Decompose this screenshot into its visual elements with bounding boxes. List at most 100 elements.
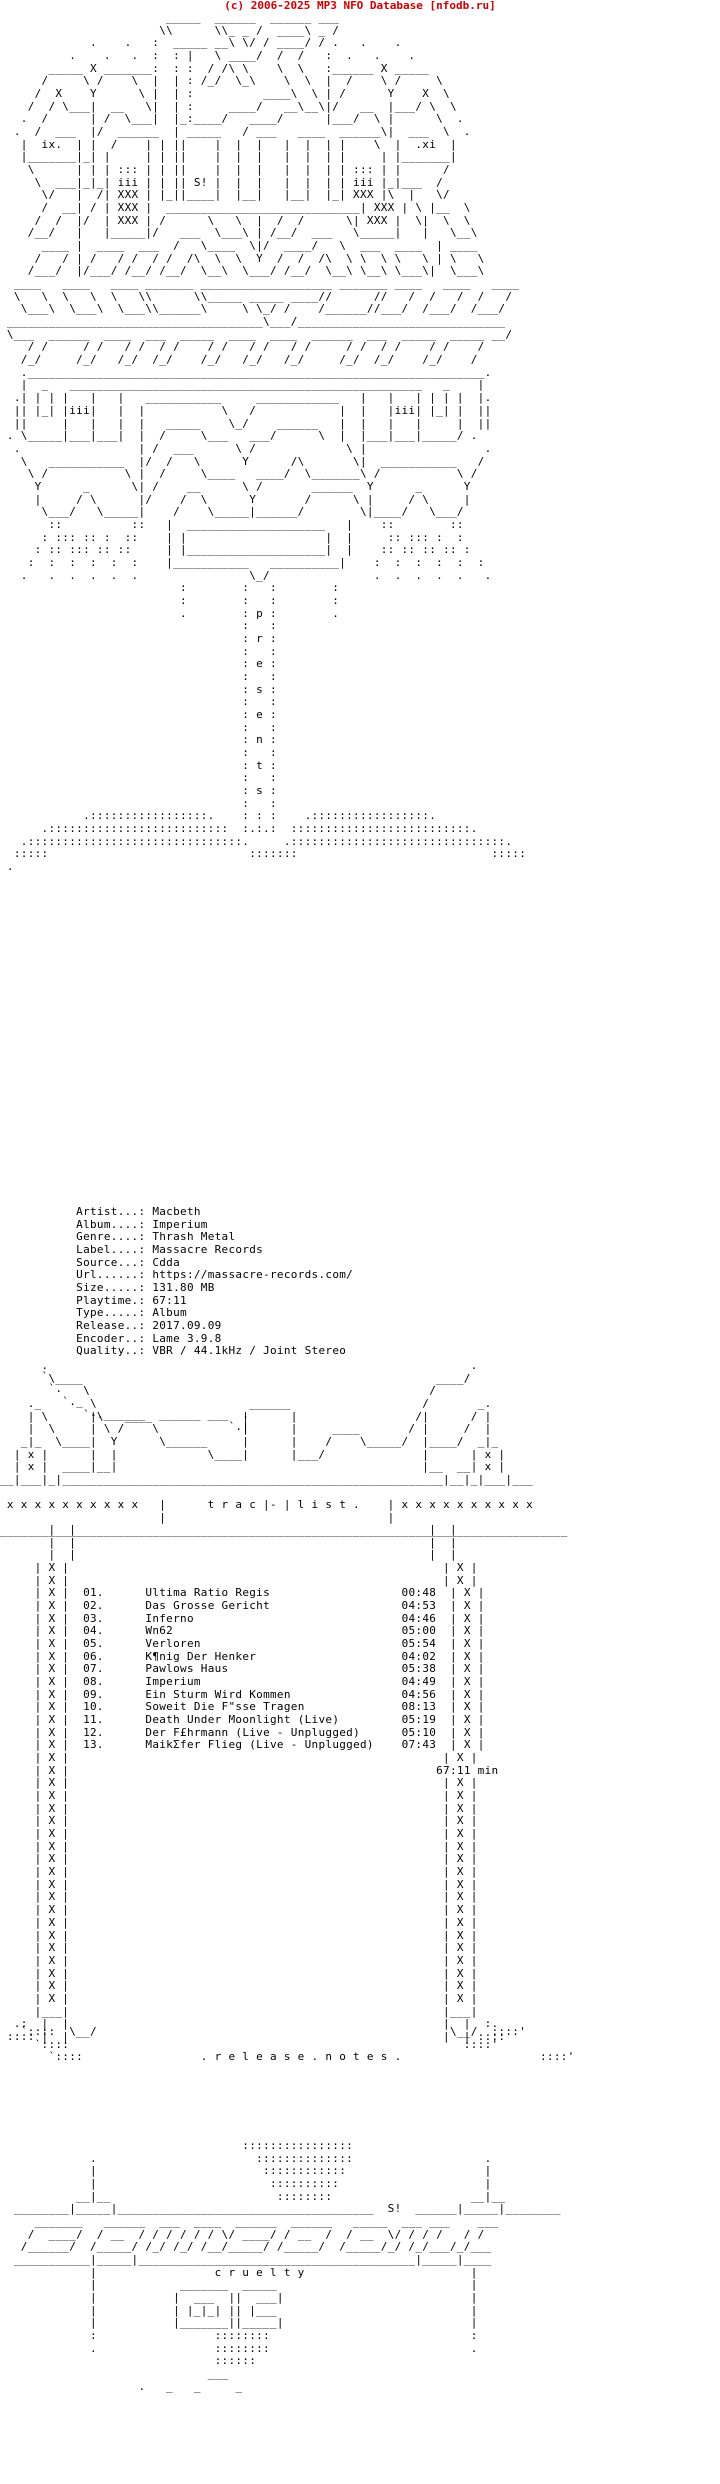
track-number: 05.	[83, 1637, 104, 1651]
info-row: Quality..: VBR / 44.1kHz / Joint Stereo	[0, 1344, 347, 1358]
info-label: Album....:	[76, 1217, 146, 1231]
track-row: 05. Verloren 05:54	[83, 1637, 436, 1650]
track-time: 04:02	[401, 1649, 437, 1663]
info-value: 67:11	[152, 1293, 187, 1307]
info-row: Genre....: Thrash Metal	[0, 1230, 236, 1244]
track-time: 05:54	[401, 1637, 437, 1651]
info-value: Cdda	[152, 1255, 181, 1269]
track-title: Das Grosse Gericht	[145, 1599, 271, 1613]
info-label: Size.....:	[76, 1281, 146, 1295]
info-label: Encoder..:	[76, 1331, 146, 1345]
track-time: 00:48	[401, 1586, 437, 1600]
track-row: 11. Death Under Moonlight (Live) 05:19	[83, 1713, 436, 1726]
track-title: Ultima Ratio Regis	[145, 1586, 271, 1600]
track-number: 13.	[83, 1738, 104, 1752]
release-notes-label: . r e l e a s e . n o t e s .	[200, 2050, 402, 2064]
track-row: 12. Der F£hrmann (Live - Unplugged) 05:1…	[83, 1726, 436, 1739]
info-value: Album	[152, 1306, 187, 1320]
info-label: Url......:	[76, 1268, 146, 1282]
track-number: 08.	[83, 1675, 104, 1689]
track-time: 04:53	[401, 1599, 437, 1613]
info-row: Encoder..: Lame 3.9.8	[0, 1332, 222, 1345]
track-row: 03. Inferno 04:46	[83, 1612, 436, 1625]
info-row: Type.....: Album	[0, 1306, 187, 1320]
info-row: Label....: Massacre Records	[0, 1243, 263, 1256]
info-label: Type.....:	[76, 1306, 146, 1320]
info-value: Imperium	[152, 1217, 208, 1231]
info-label: Quality..:	[76, 1344, 146, 1358]
track-row: 09. Ein Sturm Wird Kommen 04:56	[83, 1688, 436, 1701]
track-time: 04:56	[401, 1687, 437, 1701]
track-row: 06. K¶nig Der Henker 04:02	[83, 1650, 436, 1663]
track-title: Der F£hrmann (Live - Unplugged)	[145, 1725, 361, 1739]
info-block: Artist...: Macbeth Album....: Imperium G…	[0, 1205, 354, 1434]
track-title: Imperium	[145, 1675, 201, 1689]
info-row: Source...: Cdda	[0, 1256, 180, 1269]
info-value: https://massacre-records.com/	[152, 1268, 354, 1282]
track-number: 10.	[83, 1700, 104, 1714]
track-time: 08:13	[401, 1700, 437, 1714]
track-row: 10. Soweit Die F"sse Tragen 08:13	[83, 1700, 437, 1714]
track-title: MaikΣfer Flieg (Live - Unplugged)	[145, 1738, 374, 1752]
track-time: 05:38	[401, 1662, 437, 1676]
track-row: 13. MaikΣfer Flieg (Live - Unplugged) 07…	[83, 1738, 437, 1752]
track-title: Soweit Die F"sse Tragen	[145, 1700, 305, 1714]
track-number: 03.	[83, 1611, 104, 1625]
ascii-art-top: _____ ______ ______ ___ \\ \\_ _ / ____\…	[6, 11, 527, 874]
signature: S!	[387, 2202, 402, 2216]
track-number: 02.	[83, 1599, 104, 1613]
track-number: 06.	[83, 1649, 104, 1663]
info-row: Release..: 2017.09.09	[0, 1319, 222, 1332]
track-time: 04:46	[401, 1611, 437, 1625]
info-value: 2017.09.09	[152, 1319, 222, 1333]
cruelty-tag: c r u e l t y	[214, 2265, 305, 2279]
track-number: 11.	[83, 1713, 104, 1727]
info-value: 131.80 MB	[152, 1281, 215, 1295]
track-row: 01. Ultima Ratio Regis 00:48	[83, 1586, 437, 1600]
info-row: Artist...: Macbeth	[0, 1205, 201, 1218]
track-row: 04. Wn62 05:00	[83, 1624, 437, 1638]
total-playtime: 67:11 min	[436, 1763, 499, 1777]
tracklist-frame: . . \____ ____/ \ /	[0, 1359, 568, 1537]
track-number: 12.	[83, 1725, 104, 1739]
track-time: 05:00	[401, 1624, 437, 1638]
track-number: 01.	[83, 1586, 104, 1600]
info-label: Artist...:	[76, 1205, 146, 1218]
track-number: 09.	[83, 1687, 104, 1701]
info-label: Genre....:	[76, 1230, 146, 1244]
track-title: Pawlows Haus	[145, 1662, 229, 1676]
tracklist-block: | | | | | | | | | | | | |	[0, 1523, 506, 2043]
info-label: Release..:	[76, 1319, 146, 1333]
info-label: Label....:	[76, 1243, 146, 1257]
info-row: Size.....: 131.80 MB	[0, 1281, 215, 1294]
track-row: 07. Pawlows Haus 05:38	[83, 1662, 437, 1676]
release-notes-block: `:::: \__/ \__/ ::::' `:::: ::::' `:::: …	[0, 2025, 575, 2064]
track-title: K¶nig Der Henker	[145, 1649, 257, 1663]
track-time: 05:10	[401, 1725, 437, 1739]
info-value: Macbeth	[152, 1205, 201, 1218]
track-time: 05:19	[401, 1713, 437, 1727]
info-label: Playtime.:	[76, 1293, 146, 1307]
track-title: Ein Sturm Wird Kommen	[145, 1687, 291, 1701]
track-title: Inferno	[145, 1611, 194, 1625]
track-number: 04.	[83, 1624, 104, 1638]
info-row: Url......: https://massacre-records.com/	[0, 1268, 354, 1282]
track-row: 02. Das Grosse Gericht 04:53	[83, 1599, 436, 1612]
track-time: 07:43	[401, 1738, 437, 1752]
track-title: Verloren	[145, 1637, 201, 1651]
track-row: 08. Imperium 04:49	[83, 1675, 436, 1688]
track-time: 04:49	[401, 1675, 437, 1689]
info-value: VBR / 44.1kHz / Joint Stereo	[152, 1344, 347, 1358]
track-title: Death Under Moonlight (Live)	[145, 1713, 340, 1727]
info-value: Massacre Records	[152, 1243, 264, 1257]
info-value: Thrash Metal	[152, 1230, 236, 1244]
info-row: Playtime.: 67:11	[0, 1294, 187, 1307]
info-label: Source...:	[76, 1255, 146, 1269]
copyright-header: (c) 2006-2025 MP3 NFO Database [nfodb.ru…	[224, 0, 496, 12]
footer-logo: :::::::::::::::: . :::::::::::::: . | ::…	[0, 2139, 561, 2393]
info-row: Album....: Imperium	[0, 1218, 208, 1231]
track-title: Wn62	[145, 1624, 174, 1638]
info-value: Lame 3.9.8	[152, 1331, 222, 1345]
track-number: 07.	[83, 1662, 104, 1676]
